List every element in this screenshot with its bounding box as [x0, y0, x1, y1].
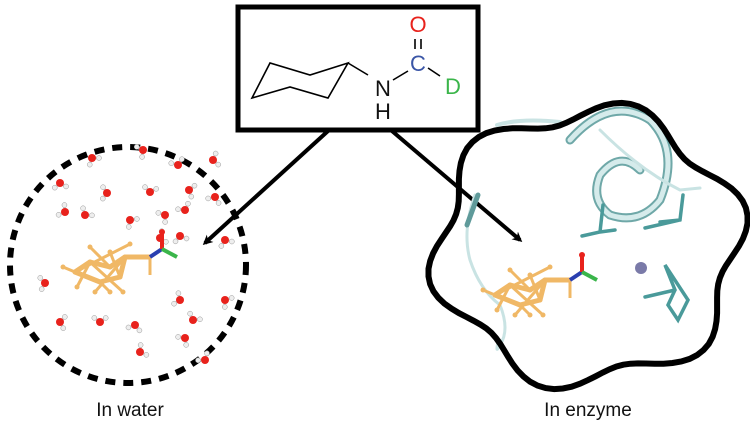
water-molecule [155, 210, 169, 225]
water-molecule [195, 350, 210, 364]
water-molecule [209, 150, 222, 168]
water-molecules [37, 144, 235, 364]
water-molecule [205, 193, 222, 206]
enzyme-pocket-boundary [425, 99, 750, 393]
water-molecule [221, 295, 235, 310]
water-molecule [37, 275, 49, 292]
water-molecule [52, 179, 69, 191]
water-molecule [125, 321, 143, 334]
protein-ribbons [464, 106, 702, 351]
label-in-enzyme: In enzyme [544, 400, 632, 421]
water-molecule [218, 236, 235, 249]
water-molecule [185, 182, 198, 200]
water-molecule [175, 334, 189, 348]
ligand-in-enzyme [480, 252, 598, 318]
water-molecule [100, 184, 111, 202]
water-molecule [172, 232, 190, 245]
water-molecule [86, 154, 102, 168]
atom-nitrogen: N [375, 76, 391, 101]
water-molecule [91, 315, 109, 326]
water-molecule [55, 202, 69, 218]
water-molecule [175, 200, 191, 214]
water-molecule [56, 314, 68, 331]
water-molecule [142, 184, 160, 196]
water-molecule [136, 342, 150, 358]
water-molecule [171, 290, 184, 307]
protein-residues [580, 193, 691, 324]
arrow-to-water [202, 129, 330, 246]
ligand-in-water [60, 229, 178, 295]
metal-ion [635, 262, 647, 274]
label-in-water: In water [96, 400, 164, 421]
water-molecule [80, 205, 95, 219]
atom-deuterium: D [445, 74, 461, 99]
water-boundary [7, 144, 249, 386]
atom-carbon: C [410, 51, 426, 76]
cyclohexane-ring [250, 39, 441, 100]
atom-oxygen: O [409, 12, 426, 37]
water-molecule [125, 216, 140, 230]
atom-hydrogen: H [375, 99, 391, 124]
water-molecule [133, 144, 147, 160]
water-molecule [168, 156, 185, 169]
water-molecule [187, 310, 203, 324]
